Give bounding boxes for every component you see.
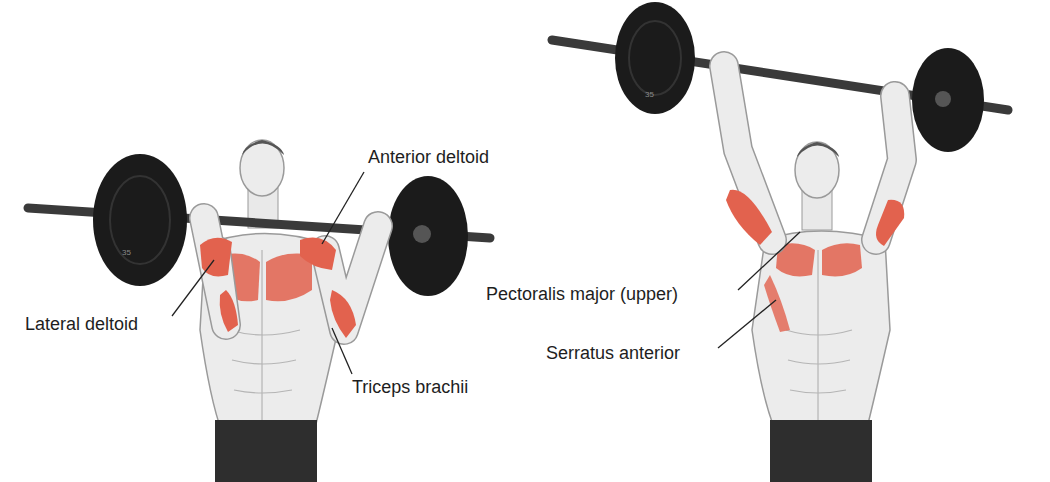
muscle-label: Anterior deltoid [368,146,489,168]
left-figure [28,140,490,482]
muscle-label: Triceps brachii [352,376,468,398]
muscle-label: Lateral deltoid [25,313,138,335]
muscle-label: Pectoralis major (upper) [486,283,678,305]
plate-weight: 35 [645,90,654,100]
muscle-label: Serratus anterior [546,342,680,364]
right-figure [552,2,1008,482]
plate-weight: 35 [122,248,131,258]
